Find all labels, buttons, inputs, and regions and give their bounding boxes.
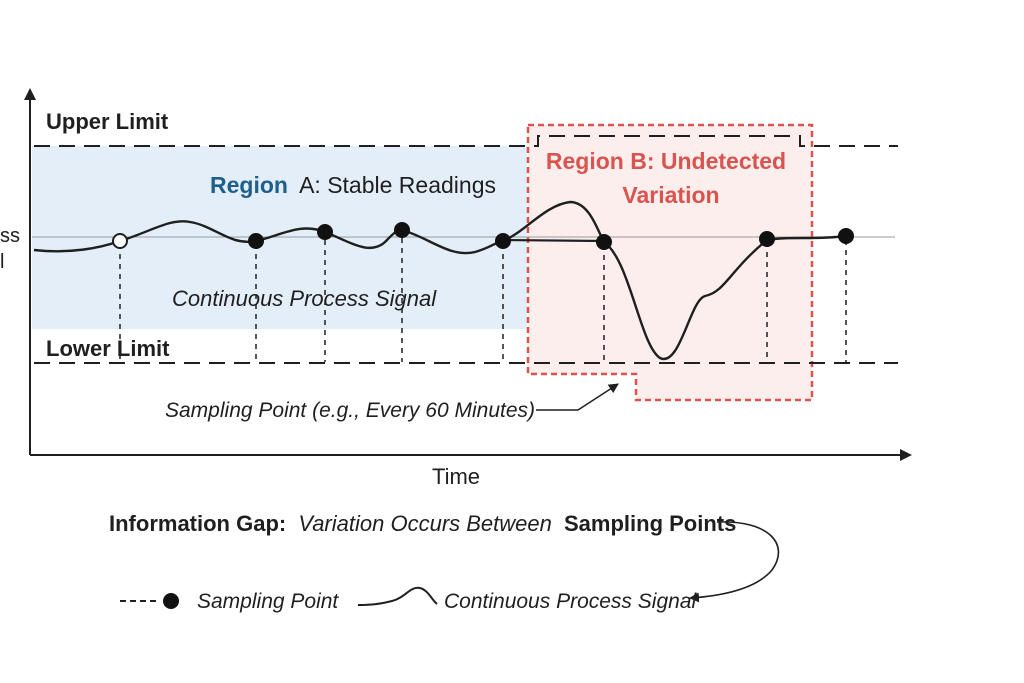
region-b-title-line1: Region B: Undetected bbox=[546, 148, 786, 174]
sampling-drop-lines bbox=[119, 238, 847, 362]
region-a-title: Region A: Stable Readings bbox=[210, 172, 496, 198]
continuous-process-signal bbox=[33, 200, 847, 361]
region-a-word: Region bbox=[210, 172, 288, 198]
legend: Sampling Point Continuous Process Signal bbox=[120, 586, 697, 613]
legend-sampling-dot bbox=[163, 593, 179, 609]
sampling-point bbox=[317, 224, 333, 240]
legend-signal-label: Continuous Process Signal bbox=[444, 590, 697, 613]
sampling-point bbox=[838, 228, 854, 244]
sampling-point bbox=[759, 231, 775, 247]
sampling-point bbox=[248, 233, 264, 249]
sampling-point bbox=[495, 233, 511, 249]
sampling-point bbox=[596, 234, 612, 250]
sampling-point bbox=[394, 222, 410, 238]
y-axis-label-partial-2: l bbox=[0, 251, 4, 273]
legend-sampling-label: Sampling Point bbox=[197, 590, 339, 613]
sampling-point-open bbox=[112, 233, 128, 249]
y-axis-label-partial: ss bbox=[0, 225, 20, 247]
region-b-title-line2: Variation bbox=[622, 182, 719, 208]
gap-note-emph: Sampling Points bbox=[564, 511, 736, 536]
x-axis-label: Time bbox=[432, 464, 480, 489]
sampling-point-callout: Sampling Point (e.g., Every 60 Minutes) bbox=[165, 399, 535, 422]
information-gap-note: Information Gap: Variation Occurs Betwee… bbox=[109, 511, 736, 536]
continuous-signal-label: Continuous Process Signal bbox=[172, 286, 437, 311]
region-b-box bbox=[526, 123, 814, 402]
upper-limit-label: Upper Limit bbox=[46, 109, 169, 134]
callout-arrow bbox=[536, 383, 619, 411]
region-a-rest: A: Stable Readings bbox=[299, 172, 496, 198]
gap-note-arrow bbox=[689, 521, 780, 603]
upper-limit-line bbox=[34, 135, 898, 147]
sampled-reading-line bbox=[502, 238, 605, 243]
gap-note-lead: Information Gap: bbox=[109, 511, 286, 536]
legend-signal-wave bbox=[357, 586, 438, 606]
lower-limit-label: Lower Limit bbox=[46, 336, 170, 361]
gap-note-middle: Variation Occurs Between bbox=[298, 511, 552, 536]
